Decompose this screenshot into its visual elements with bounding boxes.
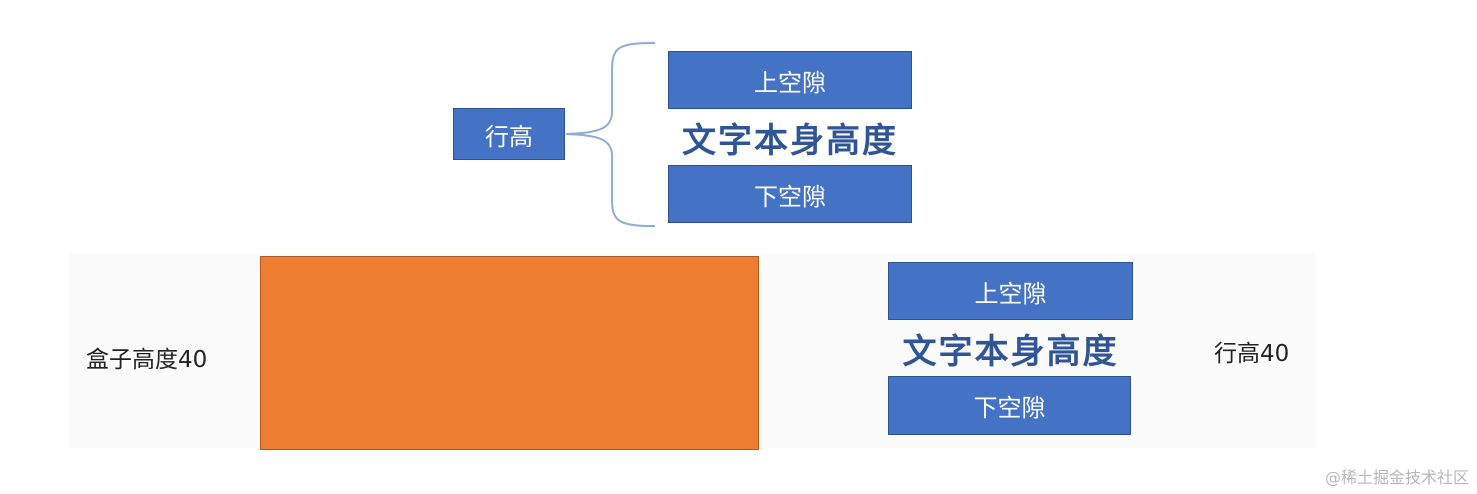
upper-gap-box-top: 上空隙: [668, 51, 912, 109]
lower-gap-label: 下空隙: [973, 394, 1046, 422]
lower-gap-box-top: 下空隙: [668, 165, 912, 223]
box-height-label: 盒子高度40: [86, 347, 208, 373]
upper-gap-label: 上空隙: [974, 279, 1047, 308]
watermark: @稀土掘金技术社区: [1324, 468, 1469, 487]
line-height-40-label: 行高40: [1214, 341, 1290, 367]
upper-gap-label: 上空隙: [754, 68, 826, 97]
lower-gap-label: 下空隙: [754, 182, 826, 211]
curly-brace-icon: [565, 42, 656, 227]
lower-gap-box-bottom: 下空隙: [888, 376, 1131, 435]
orange-box: [260, 256, 759, 450]
upper-gap-box-bottom: 上空隙: [888, 262, 1133, 320]
text-height-label-bottom: 文字本身高度: [902, 331, 1119, 372]
line-height-label: 行高: [485, 122, 533, 151]
text-height-label-top: 文字本身高度: [682, 120, 898, 161]
line-height-box: 行高: [453, 108, 565, 160]
